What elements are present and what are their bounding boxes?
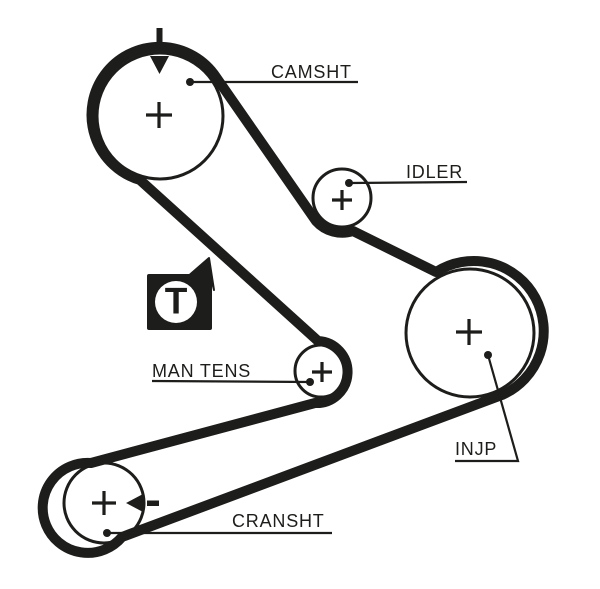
idler-label: IDLER xyxy=(406,162,464,182)
camshaft-label: CAMSHT xyxy=(271,62,352,82)
camshaft-down-arrow-icon xyxy=(150,56,169,74)
crankshaft-label: CRANSHT xyxy=(232,511,325,531)
camshaft-center-cross xyxy=(146,102,172,128)
idler-leader-dot xyxy=(345,179,353,187)
tensioner-badge-letter: T xyxy=(164,280,188,322)
idler-pulley xyxy=(311,167,373,229)
manual-tensioner-label: MAN TENS xyxy=(152,361,252,381)
injection-pump-leader-line xyxy=(455,354,520,463)
camshaft-tick-mark-icon xyxy=(156,28,163,43)
crankshaft-dash-mark-icon xyxy=(147,500,159,506)
crankshaft-center-cross xyxy=(92,491,116,515)
injection-pump-leader-dot xyxy=(484,351,492,359)
timing-belt-path xyxy=(37,41,549,558)
camshaft-pulley xyxy=(95,51,225,181)
tensioner-badge-icon xyxy=(147,257,215,330)
injection-pump-pulley xyxy=(404,267,536,399)
injection-pump-label: INJP xyxy=(455,439,498,459)
crankshaft-leader-dot xyxy=(103,529,111,537)
idler-leader-line xyxy=(348,180,468,185)
tensioner-center-cross xyxy=(312,362,332,382)
camshaft-leader-dot xyxy=(186,78,194,86)
tensioner-leader-dot xyxy=(306,378,314,386)
tensioner-badge-circle xyxy=(155,281,197,323)
idler-center-cross xyxy=(332,190,352,210)
crankshaft-left-arrow-icon xyxy=(126,494,143,512)
injection-pump-center-cross xyxy=(456,319,482,345)
tensioner-leader-line xyxy=(151,379,311,384)
